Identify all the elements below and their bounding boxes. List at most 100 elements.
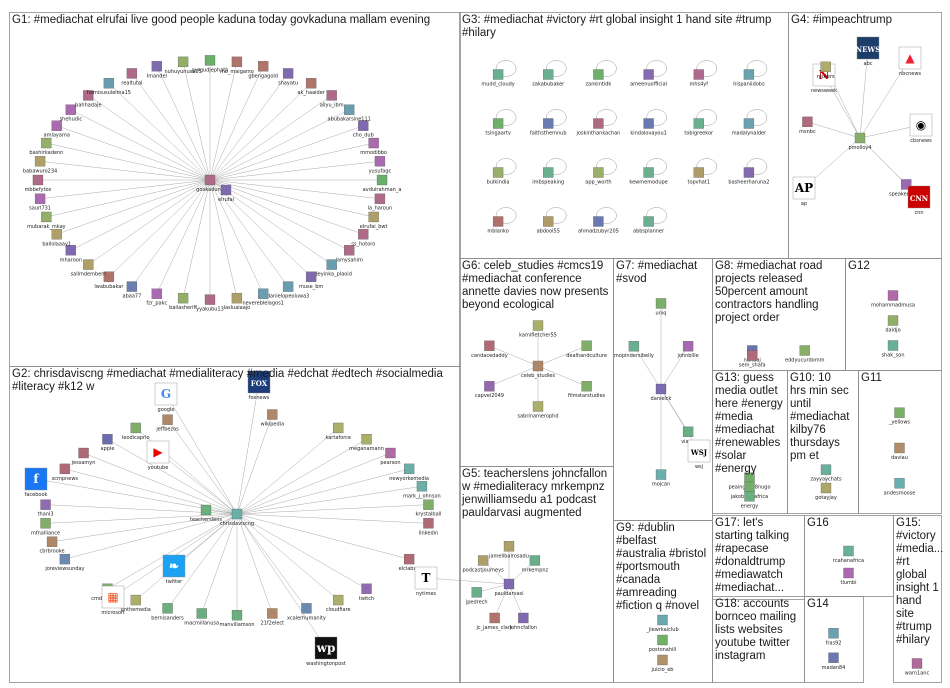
node-_yellows[interactable]: _yellows [888, 407, 910, 426]
node-energy[interactable]: energy [741, 491, 758, 509]
node-cho_dub[interactable]: cho_dub [353, 120, 374, 139]
microsoft-logo[interactable]: ▦microsoft [101, 585, 125, 616]
node-wikipedia[interactable]: wikipedia [261, 409, 285, 428]
node-mmodibbo[interactable]: mmodibbo [360, 137, 387, 156]
node-speakerpelosi[interactable]: speakerpelosi [889, 179, 923, 197]
node-laslualaajo[interactable]: laslualaajo [224, 292, 251, 311]
node-jeffbezos[interactable]: jeffbezos [155, 414, 179, 433]
node-tsingaartv[interactable]: tsingaartv [485, 118, 511, 137]
node-shayatu[interactable]: shayatu [278, 68, 298, 86]
node-govkaduna[interactable]: govkaduna [196, 174, 224, 193]
node-shehudic[interactable]: shehudic [60, 104, 83, 123]
node-newyorkemedia[interactable]: newyorkemedia [389, 463, 429, 482]
node-abdool55[interactable]: abdool55 [537, 216, 560, 235]
node-21f2elect[interactable]: 21f2elect [261, 608, 285, 626]
node-xcalerhumanity[interactable]: xcalerhumanity [287, 603, 326, 621]
node-cbrbrooke[interactable]: cbrbrooke [40, 536, 65, 555]
node-chrisdaviscng[interactable]: chrisdaviscng [220, 508, 254, 527]
node-pauldarvasi[interactable]: pauldarvasi [494, 578, 524, 597]
node-andesmoose[interactable]: andesmoose [884, 478, 916, 496]
node-shak_son[interactable]: shak_son [881, 340, 905, 359]
node-uniq[interactable]: uniq [656, 298, 667, 316]
node-celeb_studies[interactable]: celeb_studies [521, 360, 555, 379]
node-yyakubu13[interactable]: yyakubu13 [196, 294, 224, 313]
node-kewmemodupe[interactable]: kewmemodupe [629, 167, 668, 186]
node-ak_haaider[interactable]: ak_haaider [297, 78, 326, 96]
node-Imandel[interactable]: Imandel [147, 61, 167, 79]
node-tobigreekor[interactable]: tobigreekor [684, 118, 714, 137]
node-yusufagc[interactable]: yusufagc [369, 156, 392, 174]
node-mubarak_mkay[interactable]: mubarak_mkay [27, 211, 66, 230]
node-ameenuofficial[interactable]: ameenuofficial [630, 69, 667, 88]
node-adeyinka_plaoid[interactable]: adeyinka_plaoid [311, 259, 352, 278]
node-eddyucurdomm[interactable]: eddyucurdomm [785, 345, 825, 364]
node-abubakarsine111[interactable]: abubakarsine111 [328, 104, 371, 123]
node-mrkempnz[interactable]: mrkempnz [522, 555, 549, 573]
node-meganamann[interactable]: meganamann [349, 434, 384, 452]
node-la_haroun[interactable]: la_haroun [368, 193, 393, 212]
node-onthemedia[interactable]: onthemedia [121, 594, 151, 613]
node-fzr_pakc[interactable]: fzr_pakc [146, 288, 167, 307]
node-jessamyn[interactable]: jessamyn [71, 447, 96, 466]
node-mbbefytox[interactable]: mbbefytox [25, 174, 52, 193]
cbs-eye-logo[interactable]: ◉cbsnews [909, 113, 933, 144]
node-mfnalliance[interactable]: mfnalliance [31, 518, 60, 536]
node-daldjo[interactable]: daldjo [885, 315, 901, 334]
nbc-peacock-logo[interactable]: ▲nbcnews [898, 46, 921, 77]
node-mopindersibelly[interactable]: mopindersibelly [614, 341, 654, 359]
node-jpedrech[interactable]: jpedrech [465, 587, 488, 605]
node-madalynalder[interactable]: madalynalder [732, 118, 767, 137]
node-kartaforce[interactable]: kartaforce [325, 422, 351, 441]
node-macmillanusa[interactable]: macmillanusa [184, 608, 219, 626]
node-danielck[interactable]: danielck [651, 383, 672, 402]
node-hispaniidobs[interactable]: hispaniidobs [733, 69, 765, 88]
node-zakabubaker[interactable]: zakabubaker [532, 69, 565, 88]
node-faithsthemnub[interactable]: faithsthemnub [530, 118, 567, 137]
node-sabrinamerophd[interactable]: sabrinamerophd [518, 401, 559, 419]
node-gotayjay[interactable]: gotayjay [815, 482, 837, 501]
node-warn1anc[interactable]: warn1anc [905, 658, 930, 677]
youtube-logo[interactable]: ▶youtube [146, 440, 170, 471]
node-imbspeaking[interactable]: imbspeaking [532, 167, 564, 186]
node-bernisanders[interactable]: bernisanders [151, 603, 184, 621]
node-mojcan[interactable]: mojcan [652, 469, 670, 488]
node-elclabux[interactable]: elclabux [399, 553, 420, 572]
node-ballolaaay1[interactable]: ballolaaay1 [42, 229, 71, 247]
node-allyu_ibm[interactable]: allyu_ibm [320, 90, 344, 108]
node-krystalball[interactable]: krystalball [415, 499, 441, 518]
node-muse_bm[interactable]: muse_bm [299, 271, 323, 290]
node-saurl731[interactable]: saurl731 [29, 193, 51, 212]
node-postonahill[interactable]: postonahill [649, 634, 676, 653]
node-jc_james_clark[interactable]: jc_james_clark [475, 612, 513, 631]
node-elrufai[interactable]: elrufai [218, 184, 234, 203]
node-mharoon[interactable]: mharoon [60, 245, 82, 263]
node-babawuro234[interactable]: babawuro234 [23, 156, 57, 174]
node-joskinthankachan[interactable]: joskinthankachan [575, 118, 620, 137]
node-johncfallon[interactable]: johncfallon [509, 612, 537, 631]
node-leodicaprio[interactable]: leodicaprio [122, 422, 150, 441]
node-ss_hotoro[interactable]: ss_hotoro [351, 229, 375, 247]
node-podcastjourneys[interactable]: podcastjourneys [463, 555, 505, 573]
node-sallmdembem[interactable]: sallmdembem [71, 259, 107, 278]
node-sem_shafa[interactable]: sem_shafa [739, 350, 766, 369]
node-tlumbi[interactable]: tlumbi [841, 567, 857, 586]
node-rcahanafrica[interactable]: rcahanafrica [833, 545, 864, 564]
node-madan84[interactable]: madan84 [822, 652, 846, 671]
node-candacedaddy[interactable]: candacedaddy [471, 340, 508, 359]
node-mudd_cloudy[interactable]: mudd_cloudy [481, 69, 515, 88]
node-avduirahman_a[interactable]: avduirahman_a [363, 174, 402, 193]
twitter-logo[interactable]: ❧twitter [162, 554, 186, 585]
node-jamelibalrosadu[interactable]: jamelibalrosadu [488, 541, 529, 559]
node-bailasheriff[interactable]: bailasheriff [169, 292, 198, 311]
node-pmolloy4[interactable]: pmolloy4 [848, 132, 872, 151]
node-mhs4yf[interactable]: mhs4yf [689, 69, 708, 88]
node-basheerharuna2[interactable]: basheerharuna2 [728, 167, 769, 186]
node-bahhadaje[interactable]: bahhadaje [75, 90, 102, 108]
node-lwabubakar[interactable]: lwabubakar [94, 271, 124, 290]
node-filmstarstudies[interactable]: filmstarstudies [568, 381, 606, 399]
